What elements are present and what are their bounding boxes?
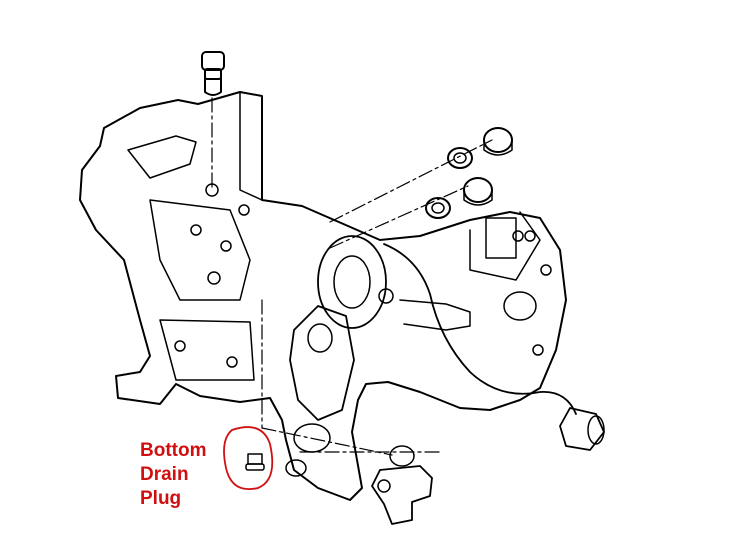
shift-linkage — [371, 445, 433, 525]
breather-cap — [201, 51, 225, 96]
assembly-centerlines — [211, 97, 493, 456]
callout-label-line1: Bottom — [140, 440, 207, 461]
sensor-wire — [383, 243, 605, 451]
bearing-seals — [425, 127, 513, 219]
bottom-drain-plug — [245, 453, 265, 471]
callout-label-line3: Plug — [140, 488, 182, 509]
callout-label-line2: Drain — [140, 464, 189, 485]
transmission-housing — [79, 91, 567, 501]
drain-plug-highlight-circle — [223, 426, 274, 490]
shift-bracket — [285, 305, 355, 477]
